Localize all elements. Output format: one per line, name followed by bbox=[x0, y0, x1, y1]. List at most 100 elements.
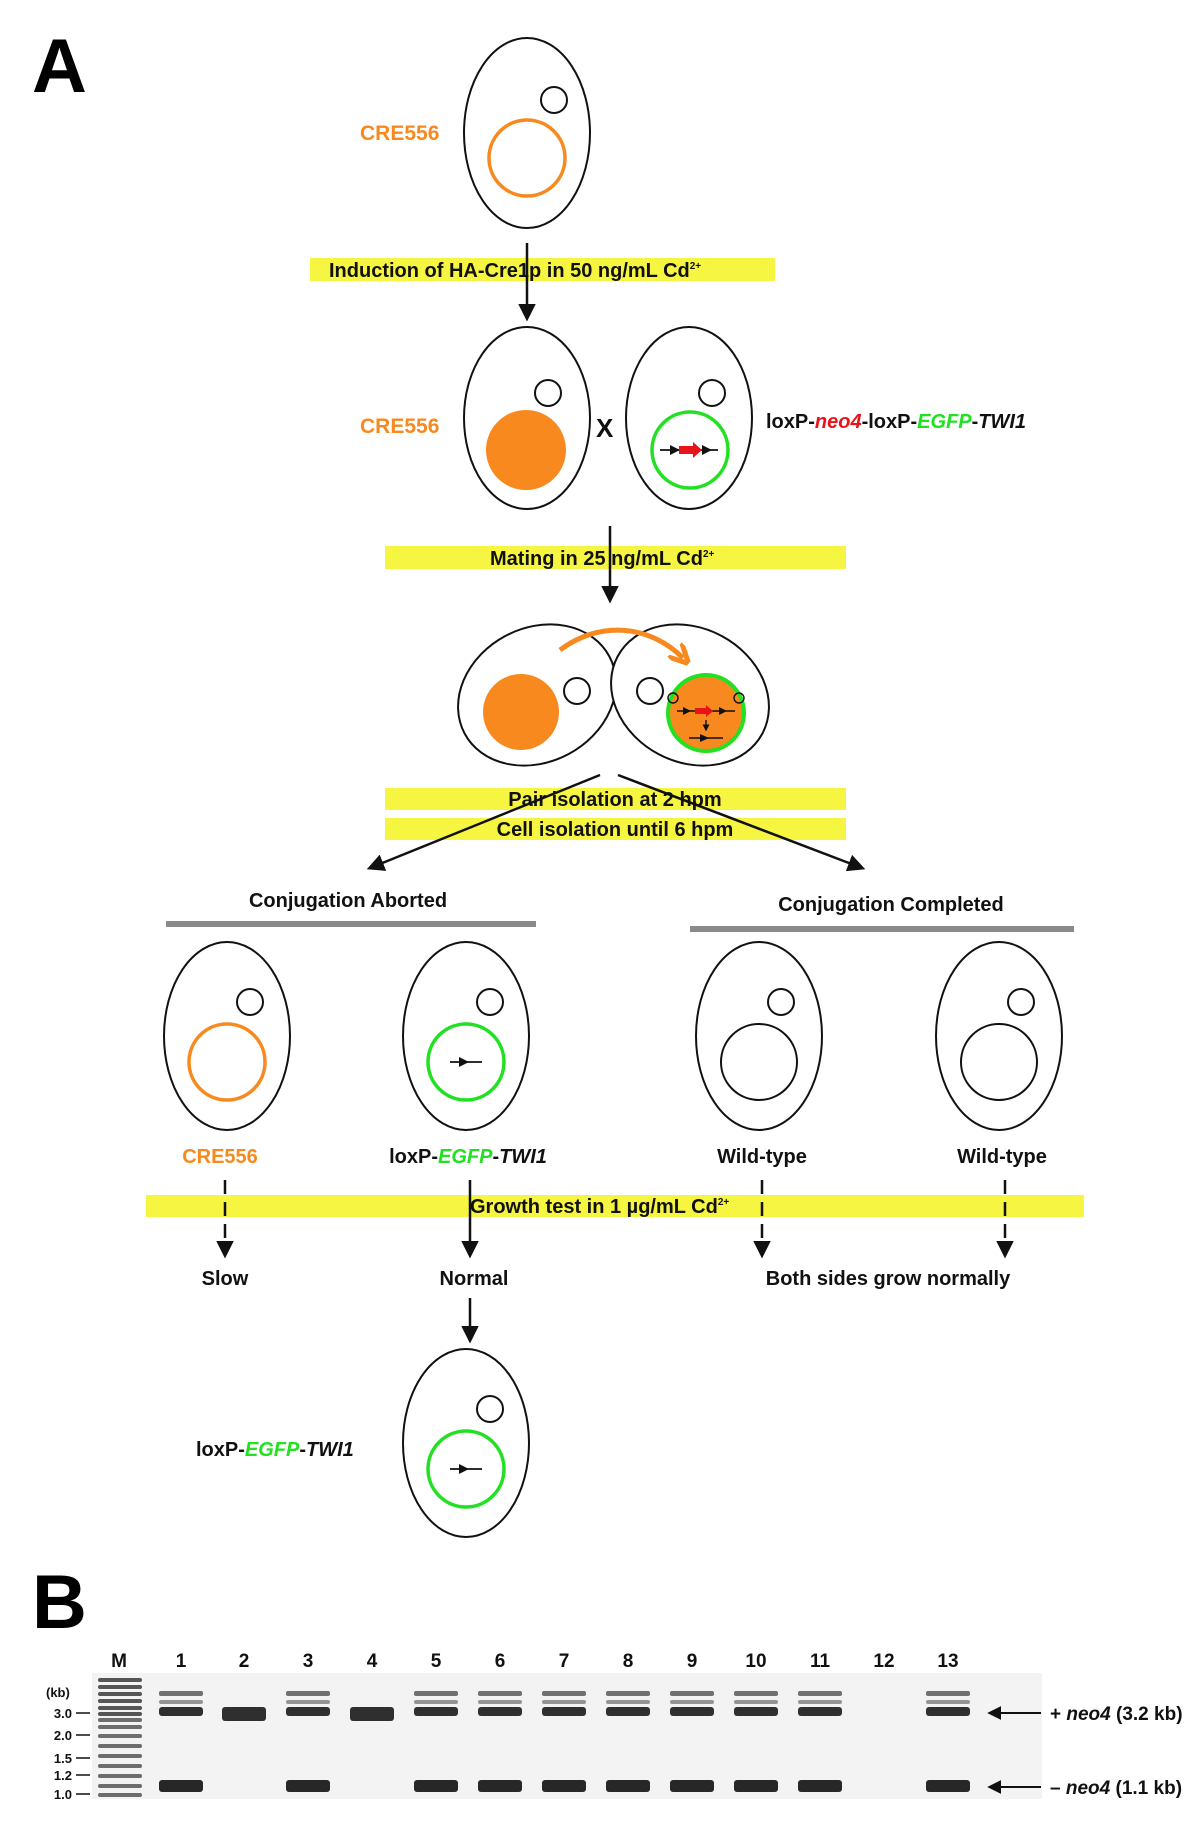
band-minus-neo4-lane-6 bbox=[478, 1780, 522, 1792]
band-plus-neo4-lane-11 bbox=[798, 1707, 842, 1716]
lane-label-2: 2 bbox=[239, 1651, 250, 1672]
band-plus-neo4-lane-3 bbox=[286, 1707, 330, 1716]
size-tick-label: 1.2 bbox=[54, 1768, 72, 1783]
panel-a-label: A bbox=[32, 24, 87, 109]
arrow-to-aborted bbox=[366, 773, 601, 871]
lane-label-6: 6 bbox=[495, 1651, 506, 1672]
gel-ladder bbox=[98, 1678, 142, 1797]
band-upper-lane-5 bbox=[414, 1691, 458, 1696]
lane-label-4: 4 bbox=[367, 1651, 378, 1672]
ladder-band bbox=[98, 1725, 142, 1729]
cre556-label-mid: CRE556 bbox=[360, 415, 439, 438]
band-minus-neo4-lane-11 bbox=[798, 1780, 842, 1792]
induction-bar bbox=[310, 258, 775, 281]
ladder-band bbox=[98, 1793, 142, 1797]
induction-step: Induction of HA-Cre1p in 50 ng/mL Cd2+ bbox=[329, 260, 701, 282]
band-minus-neo4-lane-9 bbox=[670, 1780, 714, 1792]
lane-label-marker: M bbox=[111, 1651, 127, 1672]
final-construct-label: loxP-EGFP-TWI1 bbox=[196, 1439, 354, 1461]
band-plus-neo4-lane-4 bbox=[350, 1707, 394, 1721]
partner-construct-label: loxP-neo4-loxP-EGFP-TWI1 bbox=[766, 411, 1026, 433]
band-upper2-lane-1 bbox=[159, 1700, 203, 1704]
band-minus-neo4-lane-5 bbox=[414, 1780, 458, 1792]
band-minus-neo4-lane-13 bbox=[926, 1780, 970, 1792]
progeny-wildtype-cell-1 bbox=[695, 941, 823, 1131]
lane-label-1: 1 bbox=[176, 1651, 187, 1672]
conjugation-completed-heading: Conjugation Completed bbox=[778, 894, 1004, 916]
band-upper-lane-10 bbox=[734, 1691, 778, 1696]
kb-unit-label: (kb) bbox=[46, 1685, 70, 1700]
band-plus-neo4-lane-1 bbox=[159, 1707, 203, 1716]
lane-label-12: 12 bbox=[873, 1651, 894, 1672]
band-plus-neo4-lane-13 bbox=[926, 1707, 970, 1716]
cre556-label-top: CRE556 bbox=[360, 122, 439, 145]
band-upper2-lane-9 bbox=[670, 1700, 714, 1704]
band-upper-lane-11 bbox=[798, 1691, 842, 1696]
band-plus-neo4-lane-7 bbox=[542, 1707, 586, 1716]
ladder-band bbox=[98, 1699, 142, 1703]
panel-b-label: B bbox=[32, 1560, 87, 1645]
band-upper2-lane-10 bbox=[734, 1700, 778, 1704]
lane-label-13: 13 bbox=[937, 1651, 958, 1672]
ladder-band bbox=[98, 1734, 142, 1738]
ladder-band bbox=[98, 1784, 142, 1788]
ladder-band bbox=[98, 1744, 142, 1748]
growth-both-normal: Both sides grow normally bbox=[766, 1268, 1011, 1290]
mating-bar bbox=[385, 546, 846, 569]
ladder-band bbox=[98, 1774, 142, 1778]
cell-isolation-bar bbox=[385, 818, 846, 840]
progeny-wildtype-label-2: Wild-type bbox=[957, 1146, 1047, 1168]
size-tick-label: 3.0 bbox=[54, 1706, 72, 1721]
growth-normal: Normal bbox=[440, 1268, 509, 1290]
ladder-band bbox=[98, 1685, 142, 1689]
band-upper2-lane-7 bbox=[542, 1700, 586, 1704]
band-upper-lane-9 bbox=[670, 1691, 714, 1696]
arrow-to-completed bbox=[617, 773, 866, 872]
band-upper2-lane-8 bbox=[606, 1700, 650, 1704]
growth-slow: Slow bbox=[202, 1268, 249, 1290]
band-upper2-lane-6 bbox=[478, 1700, 522, 1704]
band-minus-neo4-lane-8 bbox=[606, 1780, 650, 1792]
ladder-band bbox=[98, 1718, 142, 1722]
band-upper2-lane-13 bbox=[926, 1700, 970, 1704]
progeny-cre556-label: CRE556 bbox=[182, 1146, 258, 1168]
mating-pair bbox=[457, 623, 770, 767]
lane-label-9: 9 bbox=[687, 1651, 698, 1672]
ladder-band bbox=[98, 1678, 142, 1682]
band-minus-neo4-lane-3 bbox=[286, 1780, 330, 1792]
progeny-egfp-twi1-label: loxP-EGFP-TWI1 bbox=[389, 1146, 547, 1168]
final-egfp-twi1-cell bbox=[402, 1348, 530, 1538]
cell-isolation-step: Cell isolation until 6 hpm bbox=[497, 819, 734, 841]
lane-label-5: 5 bbox=[431, 1651, 442, 1672]
band-upper-lane-3 bbox=[286, 1691, 330, 1696]
growth-test-bar bbox=[146, 1195, 1084, 1217]
size-tick-label: 1.5 bbox=[54, 1751, 72, 1766]
lane-label-11: 11 bbox=[810, 1651, 831, 1672]
progeny-egfp-twi1-cell bbox=[402, 941, 530, 1131]
band-upper2-lane-3 bbox=[286, 1700, 330, 1704]
lane-label-3: 3 bbox=[303, 1651, 314, 1672]
band-upper-lane-13 bbox=[926, 1691, 970, 1696]
band-minus-neo4-lane-10 bbox=[734, 1780, 778, 1792]
band-upper-lane-6 bbox=[478, 1691, 522, 1696]
band-plus-neo4-lane-9 bbox=[670, 1707, 714, 1716]
band-plus-neo4-lane-2 bbox=[222, 1707, 266, 1721]
pair-isolation-bar bbox=[385, 788, 846, 810]
band-plus-neo4-lane-6 bbox=[478, 1707, 522, 1716]
progeny-wildtype-cell-2 bbox=[935, 941, 1063, 1131]
size-tick-label: 2.0 bbox=[54, 1728, 72, 1743]
band-plus-neo4-lane-5 bbox=[414, 1707, 458, 1716]
gel-bands bbox=[159, 1691, 970, 1792]
band-upper-lane-1 bbox=[159, 1691, 203, 1696]
band-plus-neo4-lane-10 bbox=[734, 1707, 778, 1716]
band-minus-neo4-lane-7 bbox=[542, 1780, 586, 1792]
growth-test-step: Growth test in 1 µg/mL Cd2+ bbox=[470, 1196, 729, 1218]
size-tick-label: 1.0 bbox=[54, 1787, 72, 1802]
ladder-band bbox=[98, 1764, 142, 1768]
band-upper-lane-8 bbox=[606, 1691, 650, 1696]
size-ticks: 3.0 2.0 1.5 1.2 1.0 bbox=[54, 1706, 90, 1802]
band-upper2-lane-11 bbox=[798, 1700, 842, 1704]
cross-symbol: X bbox=[596, 413, 614, 443]
